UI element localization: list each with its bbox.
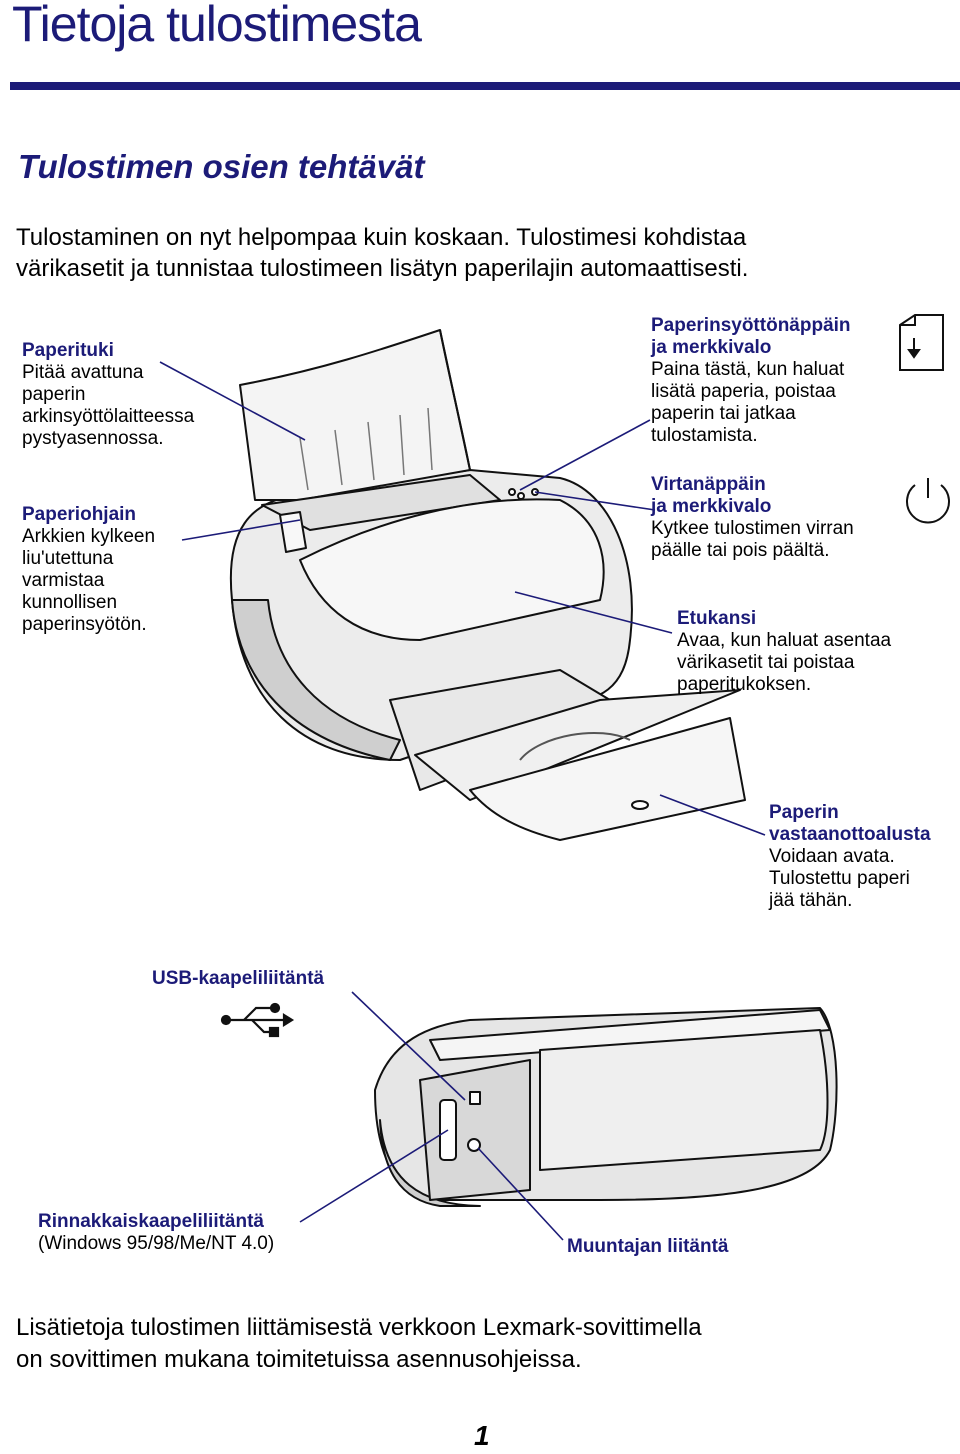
- callout-heading: ja merkkivalo: [651, 337, 772, 358]
- callout-body: paperin tai jatkaa: [651, 403, 796, 424]
- callout-paperinsyotto: Paperinsyöttönäppäin ja merkkivalo Paina…: [651, 315, 851, 447]
- callout-vastaanotto: Paperin vastaanottoalusta Voidaan avata.…: [769, 802, 931, 912]
- callout-body: paperinsyötön.: [22, 614, 147, 635]
- callout-body: Paina tästä, kun haluat: [651, 359, 845, 380]
- intro-line-1: Tulostaminen on nyt helpompaa kuin koska…: [16, 224, 747, 251]
- leader-lines: [159, 361, 766, 1241]
- footer-line-1: Lisätietoja tulostimen liittämisestä ver…: [16, 1314, 702, 1341]
- callout-heading: vastaanottoalusta: [769, 824, 931, 845]
- callout-body: Arkkien kylkeen: [22, 526, 156, 547]
- title-rule: [10, 82, 960, 90]
- callout-heading: Muuntajan liitäntä: [567, 1236, 729, 1257]
- callout-muuntaja: Muuntajan liitäntä: [567, 1236, 729, 1258]
- output-tray: [414, 689, 741, 801]
- callout-body: Voidaan avata.: [769, 846, 895, 867]
- callout-body: pystyasennossa.: [22, 428, 164, 449]
- intro-line-2: värikasetit ja tunnistaa tulostimeen lis…: [16, 255, 749, 282]
- section-heading: Tulostimen osien tehtävät: [18, 148, 425, 185]
- front-cover: [299, 498, 605, 641]
- callout-heading: USB-kaapeliliitäntä: [152, 968, 325, 989]
- paper-feed-icon: [899, 314, 944, 371]
- callout-body: varmistaa: [22, 570, 105, 591]
- callout-body: Tulostettu paperi: [769, 868, 910, 889]
- callout-body: paperitukoksen.: [677, 674, 812, 695]
- callout-paperiohjain: Paperiohjain Arkkien kylkeen liu'utettun…: [22, 504, 155, 636]
- callout-body: lisätä paperia, poistaa: [651, 381, 836, 402]
- callout-body: Pitää avattuna: [22, 362, 144, 383]
- callout-heading: Paperinsyöttönäppäin: [651, 315, 851, 336]
- callout-heading: Paperituki: [22, 340, 114, 361]
- footer-line-2: on sovittimen mukana toimitetuissa asenn…: [16, 1346, 582, 1373]
- callout-paperituki: Paperituki Pitää avattuna paperin arkins…: [22, 340, 194, 450]
- callout-etukansi: Etukansi Avaa, kun haluat asentaa värika…: [677, 608, 891, 696]
- page-number: 1: [474, 1420, 490, 1451]
- callout-heading: Virtanäppäin: [651, 474, 766, 495]
- callout-body: kunnollisen: [22, 592, 118, 613]
- callout-heading: Rinnakkaiskaapeliliitäntä: [38, 1211, 264, 1232]
- callout-heading: Paperin: [769, 802, 839, 823]
- callout-body: Kytkee tulostimen virran: [651, 518, 854, 539]
- paper-support: [239, 329, 471, 501]
- page-title: Tietoja tulostimesta: [12, 0, 422, 52]
- usb-icon: [220, 1002, 295, 1038]
- power-adapter-port: [467, 1138, 481, 1152]
- callout-body: paperin: [22, 384, 86, 405]
- usb-port: [469, 1091, 481, 1105]
- callout-usb: USB-kaapeliliitäntä: [152, 968, 324, 990]
- callout-body: jää tähän.: [769, 890, 853, 911]
- callout-body: tulostamista.: [651, 425, 758, 446]
- printer-back-illustration: [374, 1007, 838, 1207]
- callout-body: päälle tai pois päältä.: [651, 540, 830, 561]
- callout-body: liu'utettuna: [22, 548, 114, 569]
- callout-heading: Paperiohjain: [22, 504, 137, 525]
- callout-rinnakkais: Rinnakkaiskaapeliliitäntä (Windows 95/98…: [38, 1211, 274, 1255]
- callout-body: Avaa, kun haluat asentaa: [677, 630, 892, 651]
- output-tray-extension: [469, 717, 746, 841]
- callout-body: (Windows 95/98/Me/NT 4.0): [38, 1233, 275, 1254]
- printer-front-illustration: [229, 329, 746, 841]
- callout-body: arkinsyöttölaitteessa: [22, 406, 195, 427]
- callout-heading: ja merkkivalo: [651, 496, 772, 517]
- callout-virta: Virtanäppäin ja merkkivalo Kytkee tulost…: [651, 474, 854, 562]
- callout-body: värikasetit tai poistaa: [677, 652, 855, 673]
- callout-heading: Etukansi: [677, 608, 757, 629]
- power-icon: [906, 478, 950, 524]
